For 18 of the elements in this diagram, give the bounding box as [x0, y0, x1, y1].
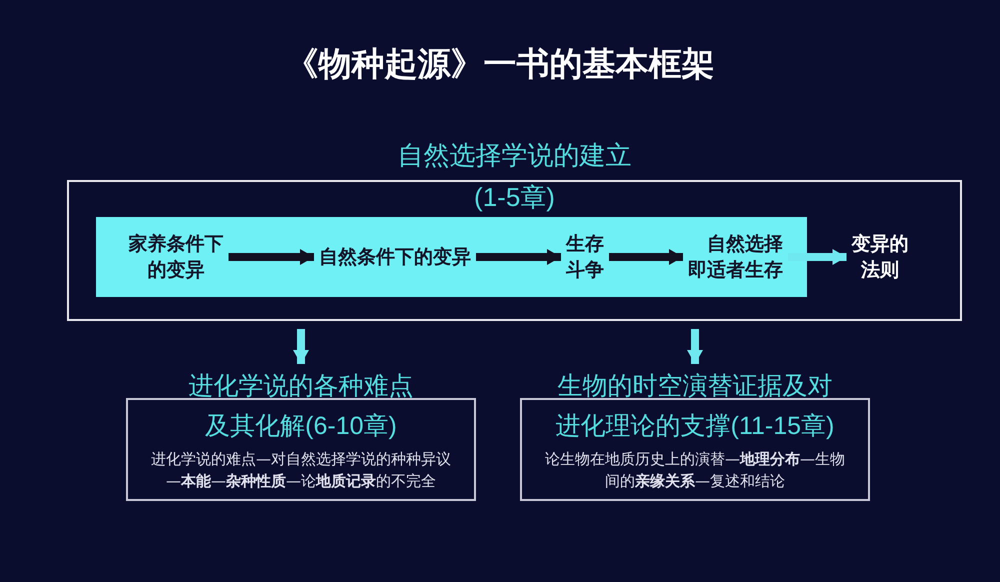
step-label: 生存斗争	[564, 232, 605, 283]
step-label: 家养条件下的变异	[128, 232, 224, 283]
section-heading: 进化学说的各种难点及其化解(6-10章)	[188, 371, 414, 442]
step-label: 变异的法则	[850, 232, 910, 283]
arrow	[788, 249, 846, 265]
step-label: 自然选择即适者生存	[687, 232, 784, 283]
step-label: 自然条件下的变异	[318, 245, 472, 270]
arrow	[609, 249, 683, 265]
arrow	[228, 249, 314, 265]
arrow	[293, 329, 309, 364]
arrow	[687, 329, 703, 364]
section-heading: 自然选择学说的建立(1-5章)	[396, 139, 632, 214]
arrow	[476, 249, 561, 265]
highlight-band	[96, 217, 807, 297]
section-heading: 生物的时空演替证据及对进化理论的支撑(11-15章)	[554, 371, 836, 442]
chapter-summary: 论生物在地质历史上的演替—地理分布—生物间的亲缘关系—复述和结论	[544, 449, 846, 492]
title: 《物种起源》一书的基本框架	[284, 43, 716, 85]
chapter-summary: 进化学说的难点—对自然选择学说的种种异议—本能—杂种性质—论地质记录的不完全	[150, 449, 452, 492]
